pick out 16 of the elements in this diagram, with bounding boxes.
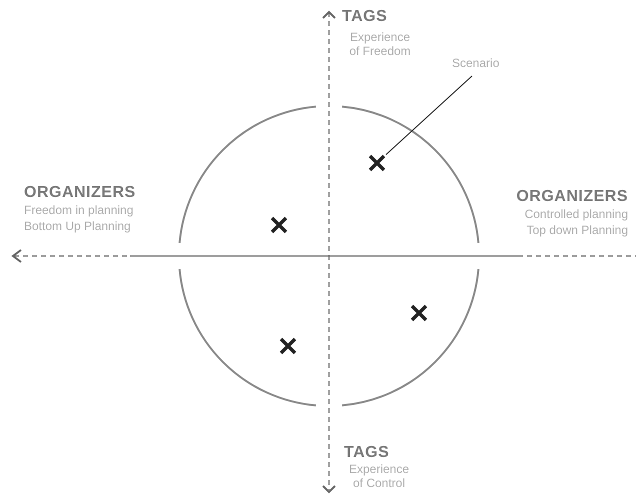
cross-mark <box>279 337 297 355</box>
axis-description: Freedom in planning <box>24 204 134 218</box>
cross-mark <box>270 216 288 234</box>
cross-mark <box>410 304 428 322</box>
leader-line <box>386 76 472 156</box>
axis-description: Experience of Control <box>348 463 410 491</box>
axis-title: ORGANIZERS <box>24 184 136 202</box>
axis-title: TAGS <box>344 444 390 462</box>
axis-title: ORGANIZERS <box>516 188 628 206</box>
axis-description: Controlled planning <box>524 208 628 222</box>
axis-description: Top down Planning <box>526 224 628 238</box>
axis-description: Bottom Up Planning <box>24 220 131 234</box>
axis-description: Experience of Freedom <box>348 31 412 59</box>
cross-mark <box>368 154 386 172</box>
axis-title: TAGS <box>342 8 388 26</box>
callout-label: Scenario <box>452 56 512 74</box>
